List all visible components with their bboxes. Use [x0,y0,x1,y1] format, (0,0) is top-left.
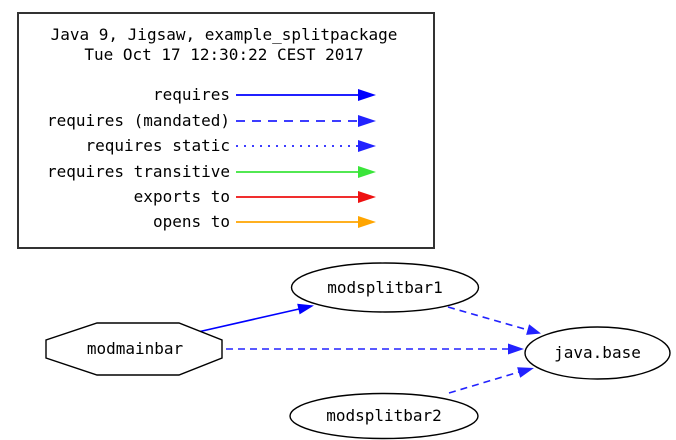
legend-title-line1: Java 9, Jigsaw, example_splitpackage [51,25,398,44]
node-modsplitbar2: modsplitbar2 [289,392,479,440]
legend: Java 9, Jigsaw, example_splitpackage Tue… [17,12,435,249]
node-label: modmainbar [87,339,184,358]
arrowhead-icon [358,115,376,127]
ellipse-shape [290,262,480,313]
ellipse-shape [289,392,479,440]
node-label: modsplitbar1 [327,278,443,297]
legend-row-opens-to: opens to [153,212,376,231]
arrowhead-icon [358,89,376,101]
octagon-shape [45,322,223,376]
arrowhead-icon [358,191,376,203]
node-javabase: java.base [524,326,671,380]
legend-frame [17,12,435,249]
edge-modmainbar-javabase [226,343,524,355]
edge-modmainbar-modsplitbar1 [199,303,314,333]
legend-row-requires: requires [153,85,376,104]
arrowhead-icon [358,166,376,178]
edges [199,303,541,394]
edge-modsplitbar1-javabase [447,306,541,335]
arrowhead-icon [358,140,376,152]
arrowhead-icon [526,324,541,335]
legend-label: requires static [86,136,231,155]
legend-row-requires-static: requires static [86,136,376,155]
legend-row-requires-transitive: requires transitive [47,162,376,181]
legend-label: requires (mandated) [47,111,230,130]
node-modmainbar: modmainbar [45,322,223,376]
legend-label: requires [153,85,230,104]
edge-modsplitbar2-javabase [448,367,534,394]
legend-label: requires transitive [47,162,230,181]
arrowhead-icon [508,343,524,355]
legend-label: opens to [153,212,230,231]
arrowhead-icon [358,216,376,228]
legend-row-exports-to: exports to [134,187,376,206]
arrowhead-icon [297,303,314,315]
arrowhead-icon [517,367,534,378]
edge-line [447,306,529,331]
legend-label: exports to [134,187,230,206]
node-label: modsplitbar2 [326,406,442,425]
legend-row-requires-mandated: requires (mandated) [47,111,376,130]
ellipse-shape [524,326,671,380]
node-modsplitbar1: modsplitbar1 [290,262,480,313]
legend-title-line2: Tue Oct 17 12:30:22 CEST 2017 [84,45,363,64]
edge-line [448,371,520,394]
nodes: modmainbar modsplitbar1 modsplitbar2 jav… [45,262,671,440]
edge-line [199,308,300,333]
node-label: java.base [554,343,641,362]
